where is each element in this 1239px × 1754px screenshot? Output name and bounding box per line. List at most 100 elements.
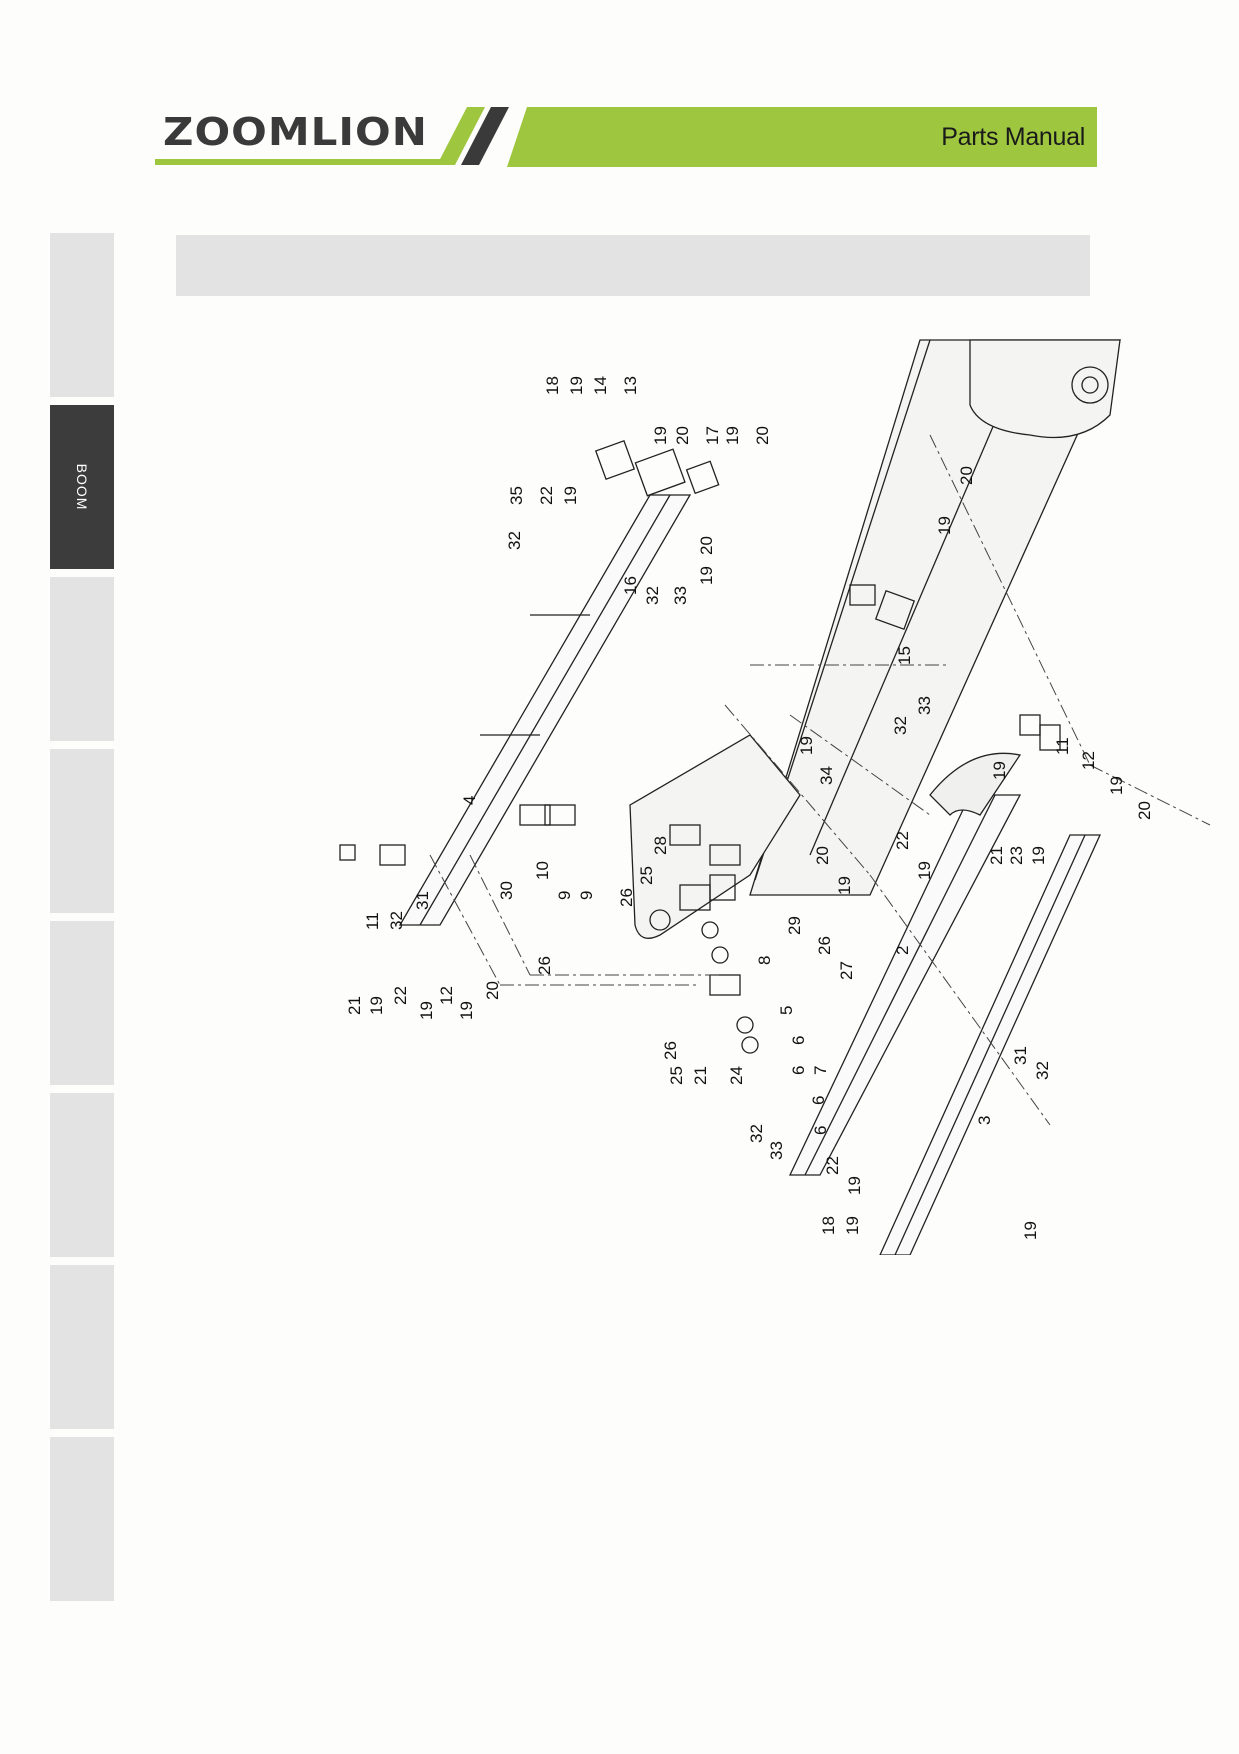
callout: 26: [815, 936, 834, 955]
callout: 24: [727, 1066, 746, 1085]
callout: 20: [753, 426, 772, 445]
callout: 29: [785, 916, 804, 935]
callout: 6: [809, 1096, 828, 1105]
callout: 33: [767, 1141, 786, 1160]
callout: 20: [673, 426, 692, 445]
callout: 32: [643, 586, 662, 605]
callout: 12: [437, 986, 456, 1005]
callout: 32: [891, 716, 910, 735]
callout: 19: [797, 736, 816, 755]
callout: 25: [667, 1066, 686, 1085]
callout: 22: [391, 986, 410, 1005]
callout: 32: [387, 911, 406, 930]
header-slash-2: [461, 107, 509, 165]
header-underline: [155, 159, 455, 165]
callout: 3: [975, 1116, 994, 1125]
callout: 19: [417, 1001, 436, 1020]
callout: 19: [561, 486, 580, 505]
callout: 27: [837, 961, 856, 980]
callout: 19: [1021, 1221, 1040, 1240]
side-tab-5[interactable]: [50, 921, 114, 1085]
callout: 21: [345, 996, 364, 1015]
member-2: [788, 794, 1022, 1176]
callout: 32: [1033, 1061, 1052, 1080]
callout: 9: [555, 891, 574, 900]
manual-title: Parts Manual: [941, 123, 1085, 151]
page-header: ZOOMLION Parts Manual: [155, 105, 1097, 167]
callout: 20: [483, 981, 502, 1000]
callout: 19: [651, 426, 670, 445]
callout: 19: [457, 1001, 476, 1020]
callout: 21: [691, 1066, 710, 1085]
callout: 22: [537, 486, 556, 505]
callout: 7: [811, 1066, 830, 1075]
callout: 19: [990, 761, 1009, 780]
callout: 31: [413, 891, 432, 910]
side-tab-7[interactable]: [50, 1265, 114, 1429]
callout: 19: [915, 861, 934, 880]
callout: 26: [617, 888, 636, 907]
callout: 32: [505, 531, 524, 550]
side-tab-8[interactable]: [50, 1437, 114, 1601]
callout: 28: [651, 836, 670, 855]
callout: 11: [363, 912, 382, 930]
callout: 32: [747, 1124, 766, 1143]
callout: 19: [723, 426, 742, 445]
header-green-band: [507, 107, 1097, 167]
callout: 20: [1135, 801, 1154, 820]
boom-exploded-drawing: 18 19 14 13 19 20 17 19 20 35 22 19 32 1…: [339, 339, 1211, 1255]
callout: 22: [823, 1156, 842, 1175]
callout: 33: [915, 696, 934, 715]
callout: 23: [1007, 846, 1026, 865]
callout: 20: [957, 466, 976, 485]
callout: 13: [621, 376, 640, 395]
callout: 35: [507, 486, 526, 505]
callout: 16: [621, 576, 640, 595]
callout: 8: [755, 956, 774, 965]
u-guard: [929, 752, 1022, 816]
callout: 19: [935, 516, 954, 535]
side-tab-3[interactable]: [50, 577, 114, 741]
callout: 10: [533, 861, 552, 880]
callout: 5: [777, 1006, 796, 1015]
header-slash-1: [437, 107, 485, 165]
callout: 19: [1029, 846, 1048, 865]
callout: 19: [835, 876, 854, 895]
callout: 14: [591, 376, 610, 395]
callout: 19: [1107, 776, 1126, 795]
callout: 19: [697, 566, 716, 585]
callout: 18: [543, 376, 562, 395]
callout: 22: [893, 831, 912, 850]
callout: 34: [817, 766, 836, 785]
callout: 20: [697, 536, 716, 555]
callout: 19: [845, 1176, 864, 1195]
callout-labels: 18 19 14 13 19 20 17 19 20 35 22 19 32 1…: [345, 376, 1154, 1240]
boom-base: [629, 734, 801, 939]
callout: 6: [811, 1126, 830, 1135]
callout: 26: [535, 956, 554, 975]
header-banner: [155, 107, 1097, 167]
callout: 4: [460, 796, 479, 805]
side-tab-4[interactable]: [50, 749, 114, 913]
side-tab-label: BOOM: [74, 463, 90, 511]
zoomlion-logo: ZOOMLION: [163, 109, 428, 155]
side-tab-6[interactable]: [50, 1093, 114, 1257]
side-tab-1[interactable]: [50, 233, 114, 397]
callout: 21: [987, 846, 1006, 865]
side-tab-boom[interactable]: BOOM: [50, 405, 114, 569]
callout: 19: [843, 1216, 862, 1235]
callout: 18: [819, 1216, 838, 1235]
boom-head: [969, 339, 1121, 439]
callout: 30: [497, 881, 516, 900]
callout: 2: [893, 946, 912, 955]
callout: 19: [367, 996, 386, 1015]
callout: 25: [637, 866, 656, 885]
callout: 33: [671, 586, 690, 605]
callout: 11: [1053, 737, 1072, 755]
callout: 19: [567, 376, 586, 395]
callout: 17: [703, 426, 722, 445]
callout: 12: [1079, 751, 1098, 770]
callout: 26: [661, 1041, 680, 1060]
callout: 20: [813, 846, 832, 865]
callout: 31: [1011, 1046, 1030, 1065]
